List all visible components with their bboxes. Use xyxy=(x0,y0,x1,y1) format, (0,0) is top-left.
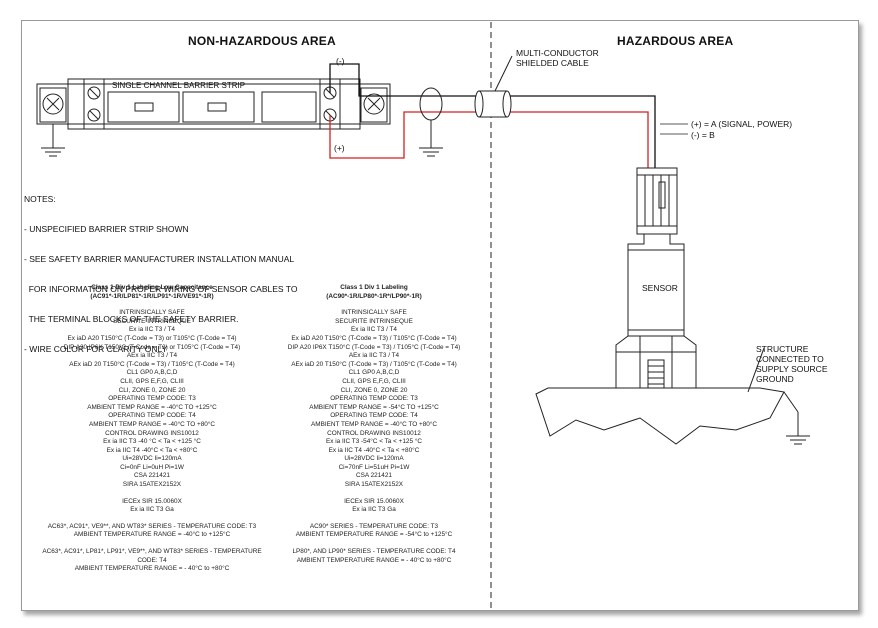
sensor-connector xyxy=(636,167,678,235)
left-labeling-block: Class 1 Div 1 Labeling Low Capacitance (… xyxy=(32,284,272,574)
left-block-line: DIP A20 IP6X T150°C (T-Code = T3) or T10… xyxy=(63,343,241,351)
barrier-ground xyxy=(41,124,65,157)
right-block-line: SIRA 15ATEX2152X xyxy=(344,481,404,489)
right-block-line: AMBIENT TEMP RANGE = -54°C TO +125°C xyxy=(309,403,439,411)
left-block-line: INTRINSICALLY SAFE xyxy=(119,309,185,317)
left-block-line: SECURITE INTRINSEQUE xyxy=(113,317,191,325)
signal-b-label: (-) = B xyxy=(691,130,715,140)
notes: NOTES: - UNSPECIFIED BARRIER STRIP SHOWN… xyxy=(24,174,297,364)
end-clamp-right xyxy=(360,87,388,123)
notes-line: THE TERMINAL BLOCKS OF THE SAFETY BARRIE… xyxy=(24,314,239,324)
left-block-line: Ex iaD A20 T150°C (T-Code = T3) or T105°… xyxy=(67,334,237,342)
structure-label-1: STRUCTURE xyxy=(756,344,809,354)
right-block-line: DIP A20 IP6X T150°C (T-Code = T3) / T105… xyxy=(287,343,461,351)
right-block-heading: (AC90*-1R/LP80*-1R*/LP90*-1R) xyxy=(326,292,422,300)
right-labeling-block: Class 1 Div 1 Labeling (AC90*-1R/LP80*-1… xyxy=(254,284,494,565)
left-block-line: CL1 GP0 A,B,C,D xyxy=(126,369,178,377)
sensor-body xyxy=(615,233,697,391)
left-block-line: OPERATING TEMP CODE: T4 xyxy=(108,412,196,420)
left-block-line: AEx iaD 20 T150°C (T-Code = T3) / T105°C… xyxy=(69,360,235,368)
right-block-line: Ui=28VDC Ii=120mA xyxy=(344,455,404,463)
left-block-heading: Class 1 Div 1 Labeling Low Capacitance xyxy=(91,284,213,291)
right-block-iecex: Ex ia IIC T3 Ga xyxy=(352,506,396,514)
left-block-line: AEx ia IIC T3 / T4 xyxy=(126,352,178,360)
right-block-line: CLII, GPS E,F,G, CLIII xyxy=(342,377,406,385)
wire-negative xyxy=(329,63,656,185)
left-block-iecex: IECEx SIR 15.0060X xyxy=(122,497,182,505)
notes-line: - UNSPECIFIED BARRIER STRIP SHOWN xyxy=(24,224,189,234)
right-block-line: Ex ia IIC T3 -54°C < Ta < +125 °C xyxy=(326,438,422,446)
structure-label-4: GROUND xyxy=(756,374,794,384)
wire-positive xyxy=(329,111,649,185)
barrier-strip-label: SINGLE CHANNEL BARRIER STRIP xyxy=(112,81,246,90)
right-block-iecex: IECEx SIR 15.0060X xyxy=(344,497,404,505)
left-block-line: CSA 221421 xyxy=(134,472,170,480)
right-block-line: OPERATING TEMP CODE: T3 xyxy=(330,395,418,403)
right-block-line: SECURITE INTRINSEQUE xyxy=(335,317,413,325)
left-block-line: CONTROL DRAWING INS10012 xyxy=(105,429,199,437)
left-block-footer: AC63*, AC91*, VE9**, AND WT83* SERIES - … xyxy=(47,522,257,530)
structure-label-3: SUPPLY SOURCE xyxy=(756,364,828,374)
left-block-line: OPERATING TEMP CODE: T3 xyxy=(108,395,196,403)
hazardous-area-title: HAZARDOUS AREA xyxy=(617,34,734,48)
sensor-label: SENSOR xyxy=(642,283,678,293)
wire-plus-label: (+) xyxy=(334,143,345,153)
left-block-line: Ui=28VDC Ii=120mA xyxy=(122,455,182,463)
left-block-footer: AMBIENT TEMPERATURE RANGE = -40°C to +12… xyxy=(73,531,231,539)
left-block-line: Ex ia IIC T3 -40 °C < Ta < +125 °C xyxy=(103,438,201,446)
right-block-line: CONTROL DRAWING INS10012 xyxy=(327,429,421,437)
right-block-line: OPERATING TEMP CODE: T4 xyxy=(330,412,418,420)
right-block-line: AMBIENT TEMP RANGE = -40°C TO +80°C xyxy=(311,420,437,428)
left-block-line: Ci=0nF Li=0uH Pi=1W xyxy=(120,463,184,471)
shielded-cable xyxy=(474,55,513,118)
left-block-line: AMBIENT TEMP RANGE = -40°C TO +125°C xyxy=(87,403,217,411)
mounting-structure xyxy=(535,347,810,445)
right-block-footer: LP80*, AND LP90* SERIES - TEMPERATURE CO… xyxy=(292,548,456,556)
left-block-line: AMBIENT TEMP RANGE = -40°C TO +80°C xyxy=(89,420,215,428)
left-block-iecex: Ex ia IIC T3 Ga xyxy=(130,506,174,514)
structure-label-2: CONNECTED TO xyxy=(756,354,824,364)
right-block-line: Ex ia IIC T3 / T4 xyxy=(351,326,397,334)
right-block-line: Ci=70nF Li=51uH Pi=1W xyxy=(338,463,410,471)
right-block-line: CLI, ZONE 0, ZONE 20 xyxy=(340,386,408,394)
right-block-footer: AC90* SERIES - TEMPERATURE CODE: T3 xyxy=(309,522,439,530)
left-block-heading: (AC91*-1R/LP81*-1R/LP91*-1R/VE91*-1R) xyxy=(90,292,214,300)
right-block-footer: AMBIENT TEMPERATURE RANGE = -54°C to +12… xyxy=(295,531,453,539)
signal-a-label: (+) = A (SIGNAL, POWER) xyxy=(691,119,793,129)
notes-line: - SEE SAFETY BARRIER MANUFACTURER INSTAL… xyxy=(24,254,295,264)
cable-label-line1: MULTI-CONDUCTOR xyxy=(516,48,599,58)
notes-line: - WIRE COLOR FOR CLARITY ONLY xyxy=(24,344,168,354)
notes-line: NOTES: xyxy=(24,194,56,204)
drawing-frame xyxy=(21,20,859,611)
left-block-line: CLII, GPS E,F,G, CLIII xyxy=(120,377,184,385)
cable-label-line2: SHIELDED CABLE xyxy=(516,58,589,68)
right-block-line: Ex ia IIC T4 -40°C < Ta < +80°C xyxy=(328,446,420,454)
left-block-footer: AC63*, AC91*, LP81*, LP91*, VE9**, AND W… xyxy=(42,548,262,564)
right-block-line: AEx ia IIC T3 / T4 xyxy=(348,352,400,360)
barrier-strip xyxy=(36,78,391,130)
end-clamp-left xyxy=(39,87,67,123)
left-block-line: CLI, ZONE 0, ZONE 20 xyxy=(118,386,186,394)
right-block-heading: Class 1 Div 1 Labeling xyxy=(340,284,408,291)
left-block-line: Ex ia IIC T4 -40°C < Ta < +80°C xyxy=(106,446,198,454)
left-block-line: SIRA 15ATEX2152X xyxy=(122,481,182,489)
signal-leaders xyxy=(660,123,688,135)
left-block-footer: AMBIENT TEMPERATURE RANGE = - 40°C to +8… xyxy=(74,565,230,573)
right-block-footer: AMBIENT TEMPERATURE RANGE = - 40°C to +8… xyxy=(296,556,452,564)
right-block-line: AEx iaD 20 T150°C (T-Code = T3) / T105°C… xyxy=(291,360,457,368)
wire-minus-label: (-) xyxy=(336,56,345,66)
right-block-line: Ex iaD A20 T150°C (T-Code = T3) / T105°C… xyxy=(291,334,457,342)
right-block-line: CSA 221421 xyxy=(356,472,392,480)
right-block-line: CL1 GP0 A,B,C,D xyxy=(348,369,400,377)
left-block-line: Ex ia IIC T3 / T4 xyxy=(129,326,175,334)
non-hazardous-area-title: NON-HAZARDOUS AREA xyxy=(188,34,336,48)
notes-line: FOR INFORMATION ON PROPER WIRING OF SENS… xyxy=(24,284,298,294)
right-block-line: INTRINSICALLY SAFE xyxy=(341,309,407,317)
cable-shield-ground xyxy=(419,87,443,157)
